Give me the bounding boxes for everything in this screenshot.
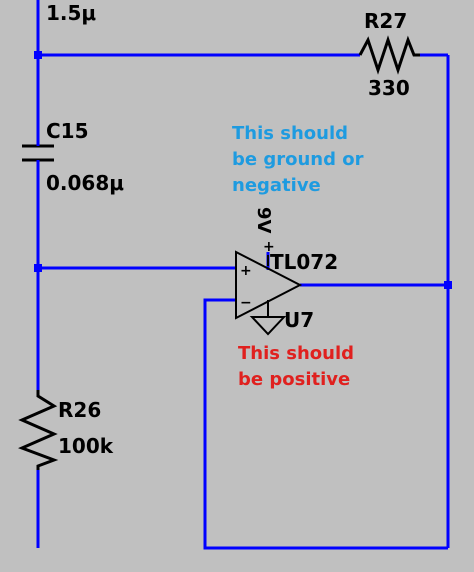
- opamp-minus-sign: −: [240, 295, 252, 311]
- wires: [36, 0, 450, 550]
- supply-voltage-label: 9V: [253, 207, 274, 234]
- junction-dot-icon: [34, 264, 42, 272]
- opamp-ref-label: U7: [284, 308, 314, 332]
- r27-name-label: R27: [364, 9, 407, 33]
- note-positive-line-2: be positive: [238, 369, 350, 390]
- wire-feedback-loop: [203, 298, 448, 550]
- resistor-zigzag-icon: [358, 35, 420, 75]
- ground-triangle-icon: [249, 300, 287, 336]
- note-ground-line-2: be ground or: [232, 149, 364, 170]
- supply-plus-sign: +: [263, 239, 275, 255]
- note-ground: This should be ground or negative: [232, 123, 364, 196]
- r26-name-label: R26: [58, 398, 101, 422]
- opamp-model-label: TL072: [270, 250, 338, 274]
- c15-value-label: 0.068μ: [46, 171, 124, 195]
- note-positive: This should be positive: [238, 343, 354, 390]
- note-ground-line-1: This should: [232, 123, 348, 144]
- note-ground-line-3: negative: [232, 175, 321, 196]
- c15-name-label: C15: [46, 119, 89, 143]
- note-positive-line-1: This should: [238, 343, 354, 364]
- junction-dot-icon: [444, 281, 452, 289]
- capacitor-icon: [22, 144, 54, 162]
- junction-dot-icon: [34, 51, 42, 59]
- r27-value-label: 330: [368, 76, 410, 100]
- r26-value-label: 100k: [58, 434, 114, 458]
- resistor-zigzag-icon: [18, 390, 59, 470]
- opamp-plus-sign: +: [240, 263, 252, 279]
- top-value-label: 1.5μ: [46, 1, 96, 25]
- junctions: [34, 51, 452, 289]
